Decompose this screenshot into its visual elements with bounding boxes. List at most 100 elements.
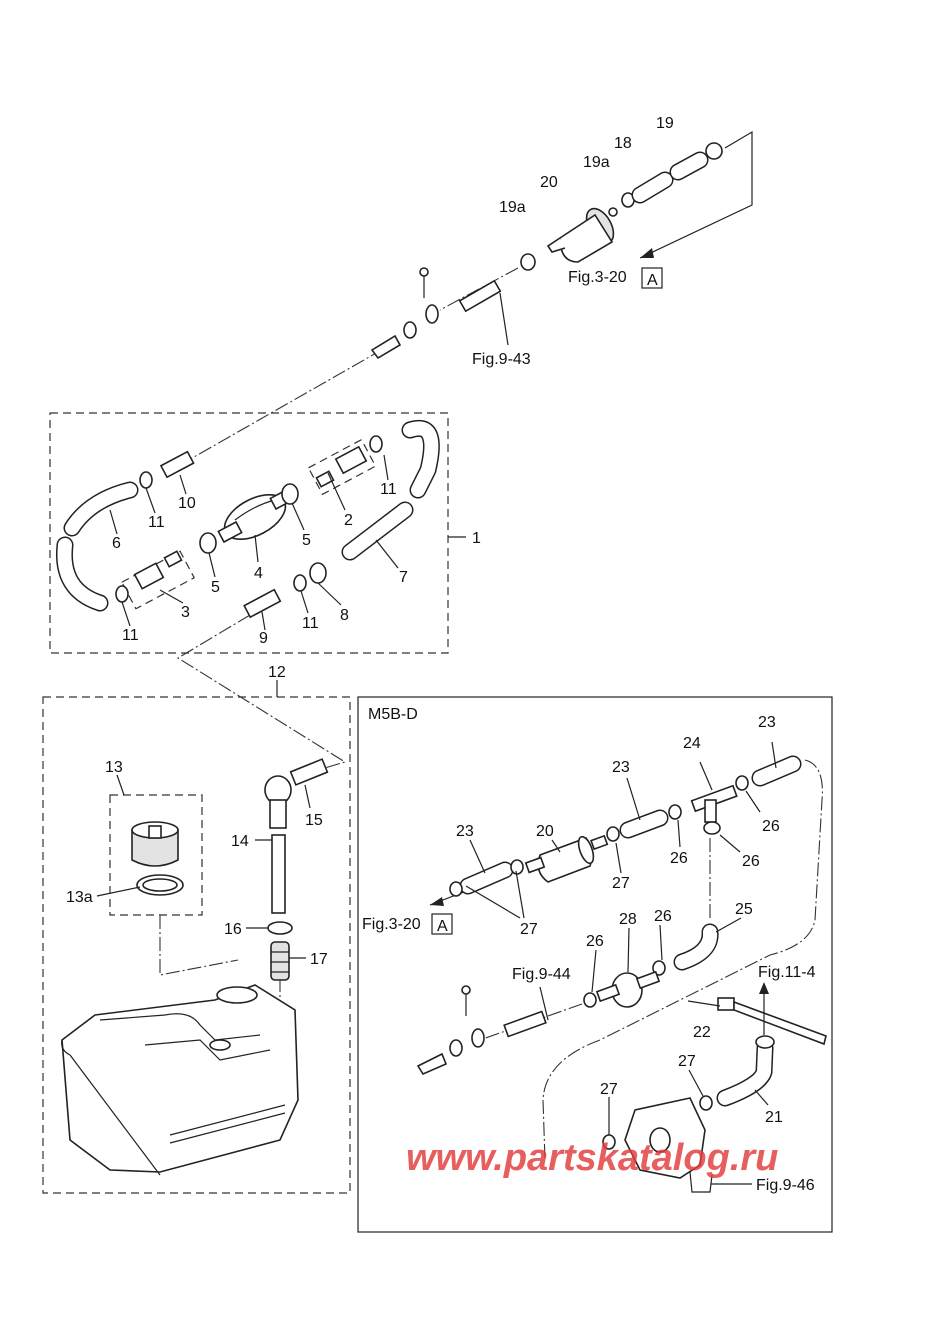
t-joint-24 [690, 784, 738, 823]
callout-26: 26 [742, 853, 760, 870]
leader-line [715, 917, 742, 933]
reference-fig-9-46: Fig.9-46 [756, 1177, 815, 1194]
clip-26-down [703, 821, 721, 835]
callout-27: 27 [520, 921, 538, 938]
leader-line [179, 474, 187, 495]
leader-line [469, 839, 486, 874]
hose-joint-lower [503, 1010, 547, 1038]
leader-line [615, 842, 622, 874]
clip-26-right [735, 775, 749, 791]
callout-11: 11 [302, 615, 319, 632]
fuel-filter-20-inset [524, 834, 609, 883]
leader-line [261, 611, 266, 631]
leader-line [551, 839, 561, 853]
clip-27-left-a [449, 881, 463, 897]
leader-line [688, 1069, 704, 1097]
callout-22: 22 [693, 1024, 711, 1041]
callout-23: 23 [612, 759, 630, 776]
leader-line [745, 790, 761, 813]
cock-fitting-lower [416, 985, 485, 1076]
callout-26: 26 [762, 818, 780, 835]
leader-line [121, 601, 131, 627]
callout-27: 27 [600, 1081, 618, 1098]
callout-25: 25 [735, 901, 753, 918]
connector-chain-line [179, 351, 379, 466]
leader-line [116, 774, 125, 796]
connector-chain-line [542, 759, 823, 1161]
clip-11-a [139, 471, 153, 489]
hose-23-left [459, 861, 514, 895]
callout-17: 17 [310, 951, 328, 968]
callout-12: 12 [268, 664, 286, 681]
callout-23: 23 [758, 714, 776, 731]
leader-line [208, 552, 216, 578]
leader-line [754, 1089, 769, 1106]
leader-line [96, 886, 141, 897]
arrow-head [430, 897, 444, 906]
hose-25 [673, 923, 719, 971]
leader-line [300, 590, 309, 614]
fuel-tank-group-frame [42, 696, 351, 1194]
m5b-d-inset-frame [357, 696, 833, 1233]
callout-1: 1 [472, 530, 481, 547]
callout-19: 19 [656, 115, 674, 132]
watermark: www.partskatalog.ru [406, 1137, 778, 1179]
leader-line [317, 582, 342, 606]
leader-line [465, 870, 525, 919]
hose-kit-group-frame [49, 412, 449, 654]
callout-24: 24 [683, 735, 701, 752]
callout-20: 20 [536, 823, 554, 840]
callout-5: 5 [211, 579, 220, 596]
callout-16: 16 [224, 921, 242, 938]
fitting-9 [243, 588, 282, 619]
leader-line [304, 784, 311, 809]
inset-title: M5B-D [368, 706, 418, 723]
reference-fig-3-20: Fig.3-20 [362, 916, 421, 933]
clip-19a-lower [520, 253, 536, 271]
fitting-10 [159, 450, 195, 479]
leader-line [659, 924, 663, 961]
callout-23: 23 [456, 823, 474, 840]
callout-13: 13 [105, 759, 123, 776]
clip-27-left-b [510, 859, 524, 875]
hose-6 [55, 481, 139, 612]
hose-23-middle [619, 809, 669, 839]
callout-18: 18 [614, 135, 632, 152]
cock-fitting-upper [370, 267, 439, 360]
connector-chain-line [176, 614, 347, 771]
o-ring-16 [267, 921, 293, 935]
clip-11-c [293, 574, 307, 592]
leader-line [375, 539, 399, 569]
callout-14: 14 [231, 833, 249, 850]
leader-line [254, 534, 259, 563]
clip-19-top [705, 142, 723, 160]
callout-26: 26 [586, 933, 604, 950]
reference-fig-9-43: Fig.9-43 [472, 351, 531, 368]
callout-10: 10 [178, 495, 196, 512]
leader-line [539, 986, 549, 1021]
callout-5: 5 [302, 532, 311, 549]
leader-line [627, 927, 630, 973]
leader-line [291, 502, 305, 531]
clip-27-hose21 [699, 1095, 713, 1111]
hose-18-top [631, 151, 709, 204]
pump-28 [595, 970, 661, 1008]
arrow-head [759, 982, 769, 994]
callout-8: 8 [340, 607, 349, 624]
clip-11-b [115, 585, 129, 603]
connector-3 [121, 550, 195, 610]
callout-19a: 19a [499, 199, 526, 216]
leader-line [626, 777, 641, 821]
leader-line [677, 819, 681, 848]
callout-3: 3 [181, 604, 190, 621]
gasket-13a [136, 874, 184, 896]
tank-cap-13 [131, 821, 179, 867]
reference-fig-11-4: Fig.11-4 [758, 964, 816, 981]
leader-line [771, 741, 777, 769]
clip-11-d [369, 435, 383, 453]
fuel-tank-12 [61, 984, 299, 1176]
reference-fig-9-44: Fig.9-44 [512, 966, 571, 983]
callout-15: 15 [305, 812, 323, 829]
callout-19a: 19a [583, 154, 610, 171]
